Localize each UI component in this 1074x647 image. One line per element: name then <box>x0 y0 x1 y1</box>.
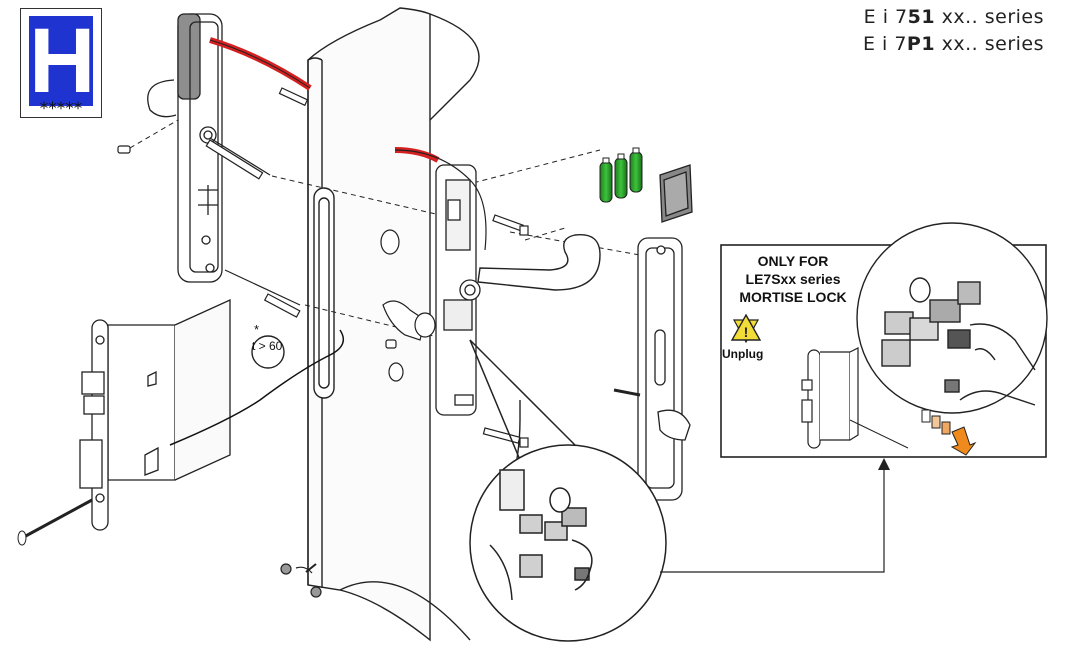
svg-text:!: ! <box>744 324 749 340</box>
thickness-label: t > 60 <box>252 339 283 353</box>
logo-stars: ***** <box>39 99 83 119</box>
mortise-lock <box>79 298 231 531</box>
logo-letter: H <box>29 10 96 112</box>
arrow-icon <box>305 563 317 573</box>
lock-screw <box>21 498 93 540</box>
unplug-label: Unplug <box>722 347 764 361</box>
arrow-icon <box>921 409 977 456</box>
hotel-logo: H ***** <box>20 8 102 119</box>
series-label-1: E i 751 xx.. series <box>863 6 1044 28</box>
black-cable <box>169 329 345 446</box>
connector-line <box>660 462 885 573</box>
screw-icon <box>117 145 131 154</box>
thickness-star: * <box>254 322 260 337</box>
inner-handle <box>477 233 601 291</box>
magnifier-icon <box>469 339 667 642</box>
battery-cover <box>659 164 693 223</box>
callout-lock <box>801 347 859 449</box>
series-label-2: E i 7P1 xx.. series <box>862 33 1044 55</box>
warning-icon: ! <box>730 313 762 344</box>
red-cable <box>209 37 312 91</box>
inside-module <box>435 164 481 416</box>
inside-escutcheon <box>613 237 691 501</box>
door-leaf <box>307 7 521 642</box>
screw-icon <box>385 339 397 349</box>
callout-label: ONLY FOR LE7Sxx series MORTISE LOCK <box>739 253 847 305</box>
logo-background <box>29 16 93 106</box>
thickness-badge <box>251 335 285 369</box>
callout-magnifier <box>856 222 1048 414</box>
battery-icon <box>599 147 643 203</box>
